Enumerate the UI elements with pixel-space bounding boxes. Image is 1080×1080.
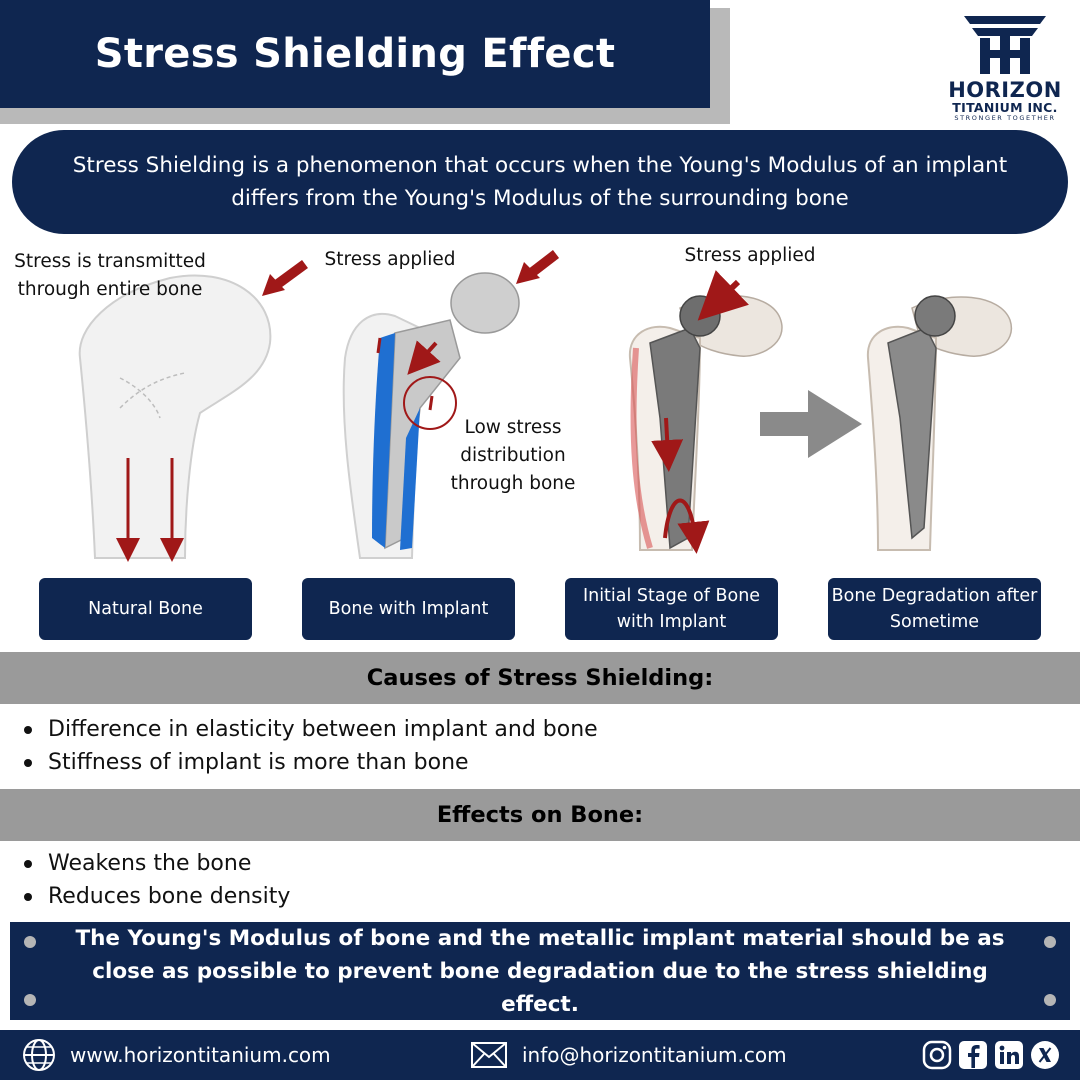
rivet-icon xyxy=(1044,994,1056,1006)
rivet-icon xyxy=(24,936,36,948)
x-icon[interactable] xyxy=(1030,1040,1060,1070)
natural-bone-drawing xyxy=(78,259,308,562)
low-stress-line1: Low stress xyxy=(464,417,562,438)
list-item: Reduces bone density xyxy=(24,880,290,913)
low-stress-line3: through bone xyxy=(450,473,576,494)
email-link[interactable]: info@horizontitanium.com xyxy=(470,1030,787,1080)
stage-natural-bone: Natural Bone xyxy=(39,578,252,640)
effects-heading: Effects on Bone: xyxy=(0,789,1080,841)
femur-illustrations xyxy=(78,250,1013,562)
rivet-icon xyxy=(1044,936,1056,948)
conclusion-text: The Young's Modulus of bone and the meta… xyxy=(75,925,1005,1017)
logo-subtitle: TITANIUM INC. xyxy=(952,100,1058,115)
natural-note-line2: through entire bone xyxy=(17,279,203,300)
implant-stress-label: Stress applied xyxy=(324,249,456,270)
low-stress-line2: distribution xyxy=(460,445,566,466)
list-item: Stiffness of implant is more than bone xyxy=(24,746,598,779)
implant-bone-drawing xyxy=(342,250,560,559)
rivet-icon xyxy=(24,994,36,1006)
linkedin-icon[interactable] xyxy=(994,1040,1024,1070)
low-stress-note: Low stress distribution through bone xyxy=(438,414,588,498)
title-banner: Stress Shielding Effect xyxy=(0,0,710,108)
natural-note-line1: Stress is transmitted xyxy=(14,251,206,272)
globe-icon xyxy=(23,1039,55,1071)
progression-arrow-icon xyxy=(760,390,862,458)
stage-bone-with-implant: Bone with Implant xyxy=(302,578,515,640)
intro-pill: Stress Shielding is a phenomenon that oc… xyxy=(12,130,1068,234)
social-links xyxy=(922,1040,1060,1070)
stage-degradation: Bone Degradation after Sometime xyxy=(828,578,1041,640)
stage-initial: Initial Stage of Bone with Implant xyxy=(565,578,778,640)
website-text: www.horizontitanium.com xyxy=(70,1043,331,1067)
footer: www.horizontitanium.com info@horizontita… xyxy=(0,1030,1080,1080)
facebook-icon[interactable] xyxy=(958,1040,988,1070)
degradation-drawing xyxy=(866,295,1013,551)
website-link[interactable]: www.horizontitanium.com xyxy=(22,1030,331,1080)
natural-bone-note: Stress is transmitted through entire bon… xyxy=(10,248,210,304)
initial-stress-label: Stress applied xyxy=(684,245,816,266)
list-item: Weakens the bone xyxy=(24,847,290,880)
illustrations-panel: Stress is transmitted through entire bon… xyxy=(0,238,1080,568)
logo-name: HORIZON xyxy=(948,78,1062,102)
email-text: info@horizontitanium.com xyxy=(522,1043,787,1067)
intro-text: Stress Shielding is a phenomenon that oc… xyxy=(72,153,1008,211)
initial-stage-drawing xyxy=(628,270,783,554)
logo-mark-icon xyxy=(964,16,1046,74)
effects-list: Weakens the bone Reduces bone density xyxy=(24,847,290,913)
causes-list: Difference in elasticity between implant… xyxy=(24,713,598,779)
conclusion-note: The Young's Modulus of bone and the meta… xyxy=(10,922,1070,1020)
company-logo: HORIZON TITANIUM INC. STRONGER TOGETHER xyxy=(942,10,1068,122)
mail-icon xyxy=(471,1042,507,1068)
causes-heading: Causes of Stress Shielding: xyxy=(0,652,1080,704)
list-item: Difference in elasticity between implant… xyxy=(24,713,598,746)
logo-tagline: STRONGER TOGETHER xyxy=(954,114,1056,122)
instagram-icon[interactable] xyxy=(922,1040,952,1070)
page-title: Stress Shielding Effect xyxy=(94,31,616,77)
